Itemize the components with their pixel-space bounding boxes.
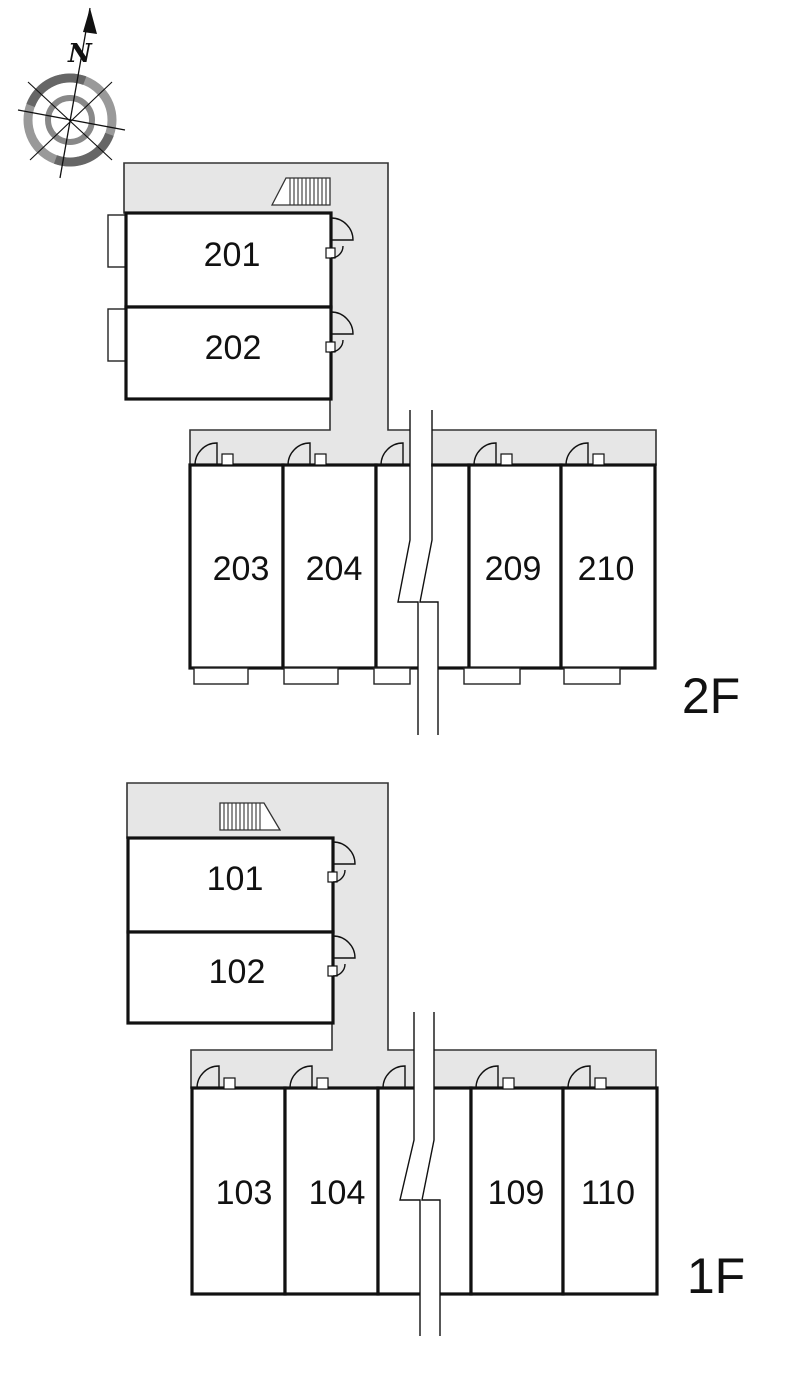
- balcony: [373, 667, 411, 685]
- door-icon: [327, 935, 356, 977]
- room-201: [124, 211, 333, 309]
- door-icon: [325, 217, 354, 259]
- balcony: [107, 308, 127, 362]
- balcony: [563, 667, 621, 685]
- room-210: [559, 463, 657, 670]
- room-202: [124, 305, 333, 401]
- door-icon: [194, 442, 234, 466]
- balcony: [283, 667, 339, 685]
- room-label-109: 109: [488, 1174, 545, 1212]
- room-label-202: 202: [205, 329, 262, 367]
- room-label-103: 103: [216, 1174, 273, 1212]
- floor-label-1f: 1F: [687, 1248, 745, 1304]
- room-label-104: 104: [309, 1174, 366, 1212]
- room-104: [283, 1086, 380, 1296]
- stairs-icon: [219, 802, 282, 831]
- north-label: N: [67, 39, 93, 69]
- balcony: [107, 214, 127, 268]
- room-103: [190, 1086, 287, 1296]
- room-203: [188, 463, 285, 670]
- room-label-102: 102: [209, 953, 266, 991]
- balcony: [193, 667, 249, 685]
- door-icon: [287, 442, 327, 466]
- floor-1f: 101 102 103 104 109 110 1F: [126, 782, 745, 1336]
- door-icon: [473, 442, 513, 466]
- door-icon: [325, 311, 354, 353]
- room-label-101: 101: [207, 860, 264, 898]
- door-icon: [289, 1065, 329, 1090]
- door-icon: [382, 1065, 406, 1089]
- door-icon: [475, 1065, 515, 1090]
- door-icon: [565, 442, 605, 466]
- stairs-icon: [270, 177, 331, 206]
- door-icon: [380, 442, 404, 466]
- door-icon: [196, 1065, 236, 1090]
- floor-label-2f: 2F: [682, 668, 740, 724]
- room-label-204: 204: [306, 550, 363, 588]
- room-102: [126, 930, 335, 1025]
- room-109: [469, 1086, 565, 1296]
- room-110: [561, 1086, 659, 1296]
- room-label-201: 201: [204, 236, 261, 274]
- break-line-icon: [399, 1012, 441, 1336]
- door-icon: [327, 841, 356, 883]
- room-label-210: 210: [578, 550, 635, 588]
- compass-rose-icon: N: [17, 7, 126, 179]
- room-label-110: 110: [581, 1174, 635, 1212]
- break-line-icon: [397, 410, 439, 735]
- room-label-203: 203: [213, 550, 270, 588]
- door-icon: [567, 1065, 607, 1090]
- balcony: [463, 667, 521, 685]
- room-label-209: 209: [485, 550, 542, 588]
- floor-2f: 201 202 203 204 209 210 2F: [107, 162, 740, 735]
